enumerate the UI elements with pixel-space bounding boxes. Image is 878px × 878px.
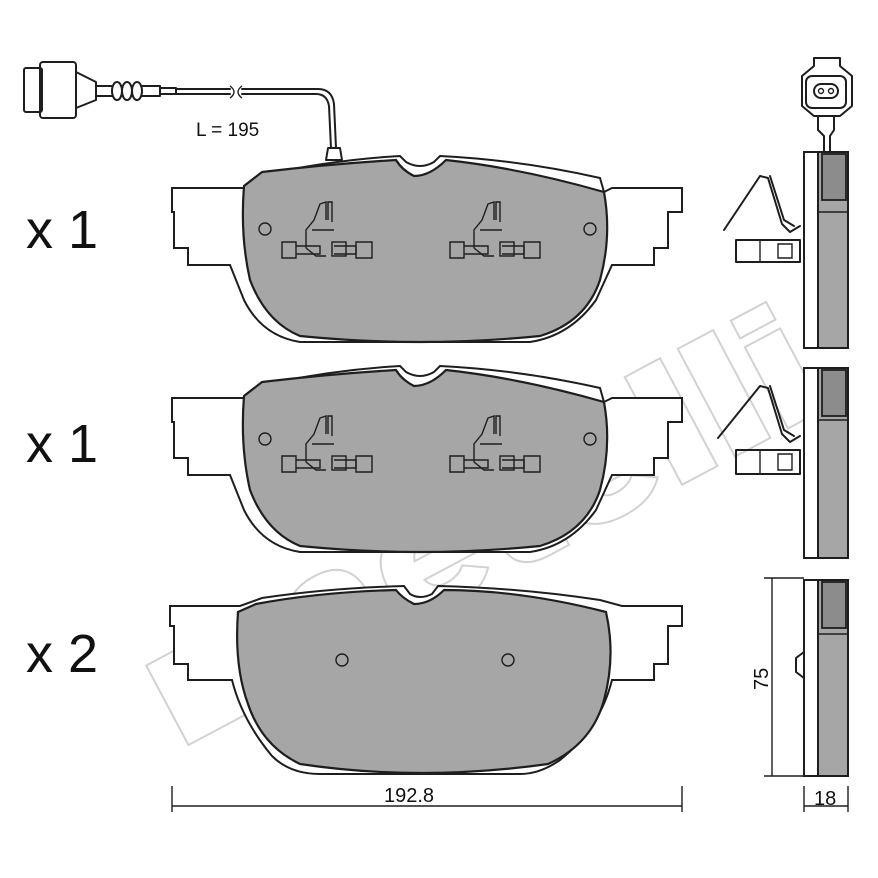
thickness-dimension: 18	[803, 786, 849, 812]
pad-hole-right	[583, 432, 597, 446]
thickness-value: 18	[814, 788, 836, 810]
wear-sensor-cable: L = 195	[23, 61, 343, 161]
width-dimension: 192.8	[171, 785, 683, 812]
pad-hole-right	[583, 222, 597, 236]
side-view-3	[795, 579, 849, 777]
wire-length-label: L = 195	[196, 120, 259, 141]
side-view-2	[717, 367, 849, 559]
brake-pad-icon	[170, 364, 684, 554]
brake-pad-2	[170, 364, 684, 554]
pad-hole-left	[258, 432, 272, 446]
sensor-connector-icon	[23, 61, 177, 119]
quantity-label-1: x 1	[26, 200, 98, 260]
brake-pad-icon	[236, 588, 612, 775]
width-value: 192.8	[384, 785, 434, 807]
brake-pad-1	[170, 154, 684, 344]
quantity-label-3: x 2	[26, 624, 98, 684]
pad-hole-left	[335, 653, 349, 667]
height-dimension: 75	[751, 577, 804, 777]
brake-pad-3	[169, 584, 683, 775]
sensor-plug-icon	[801, 57, 853, 155]
pad-hole-left	[258, 222, 272, 236]
brake-pad-icon	[170, 154, 684, 344]
height-value: 75	[751, 668, 773, 690]
pad-hole-right	[501, 653, 515, 667]
side-view-1	[723, 57, 853, 349]
quantity-label-2: x 1	[26, 414, 98, 474]
